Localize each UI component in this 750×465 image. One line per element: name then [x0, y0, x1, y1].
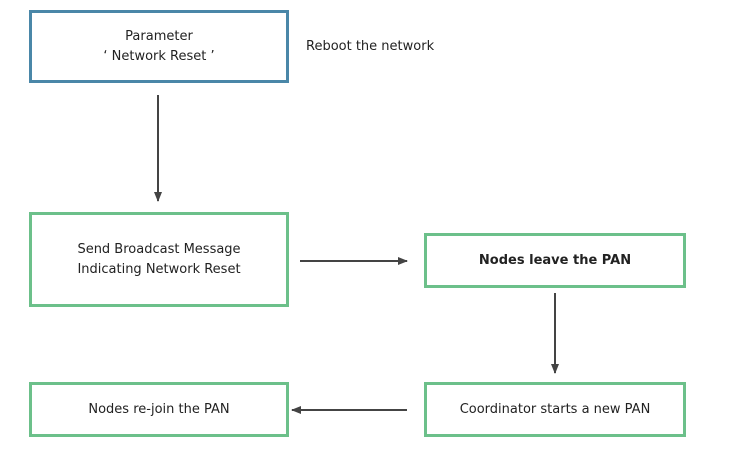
nodes-leave-label: Nodes leave the PAN [478, 252, 632, 268]
coordinator-label: Coordinator starts a new PAN [459, 401, 651, 417]
broadcast-node: Send Broadcast Message Indicating Networ… [29, 212, 289, 307]
broadcast-node-line2: Indicating Network Reset [77, 261, 241, 277]
parameter-note: Reboot the network [306, 39, 435, 54]
parameter-node-line2: ‘ Network Reset ’ [103, 48, 215, 64]
broadcast-node-line1: Send Broadcast Message [77, 241, 241, 257]
parameter-node-line1: Parameter [125, 28, 193, 44]
nodes-leave-node: Nodes leave the PAN [424, 233, 686, 288]
coordinator-node: Coordinator starts a new PAN [424, 382, 686, 437]
nodes-rejoin-node: Nodes re-join the PAN [29, 382, 289, 437]
nodes-rejoin-label: Nodes re-join the PAN [88, 401, 230, 417]
parameter-node: Parameter ‘ Network Reset ’ [29, 10, 289, 83]
